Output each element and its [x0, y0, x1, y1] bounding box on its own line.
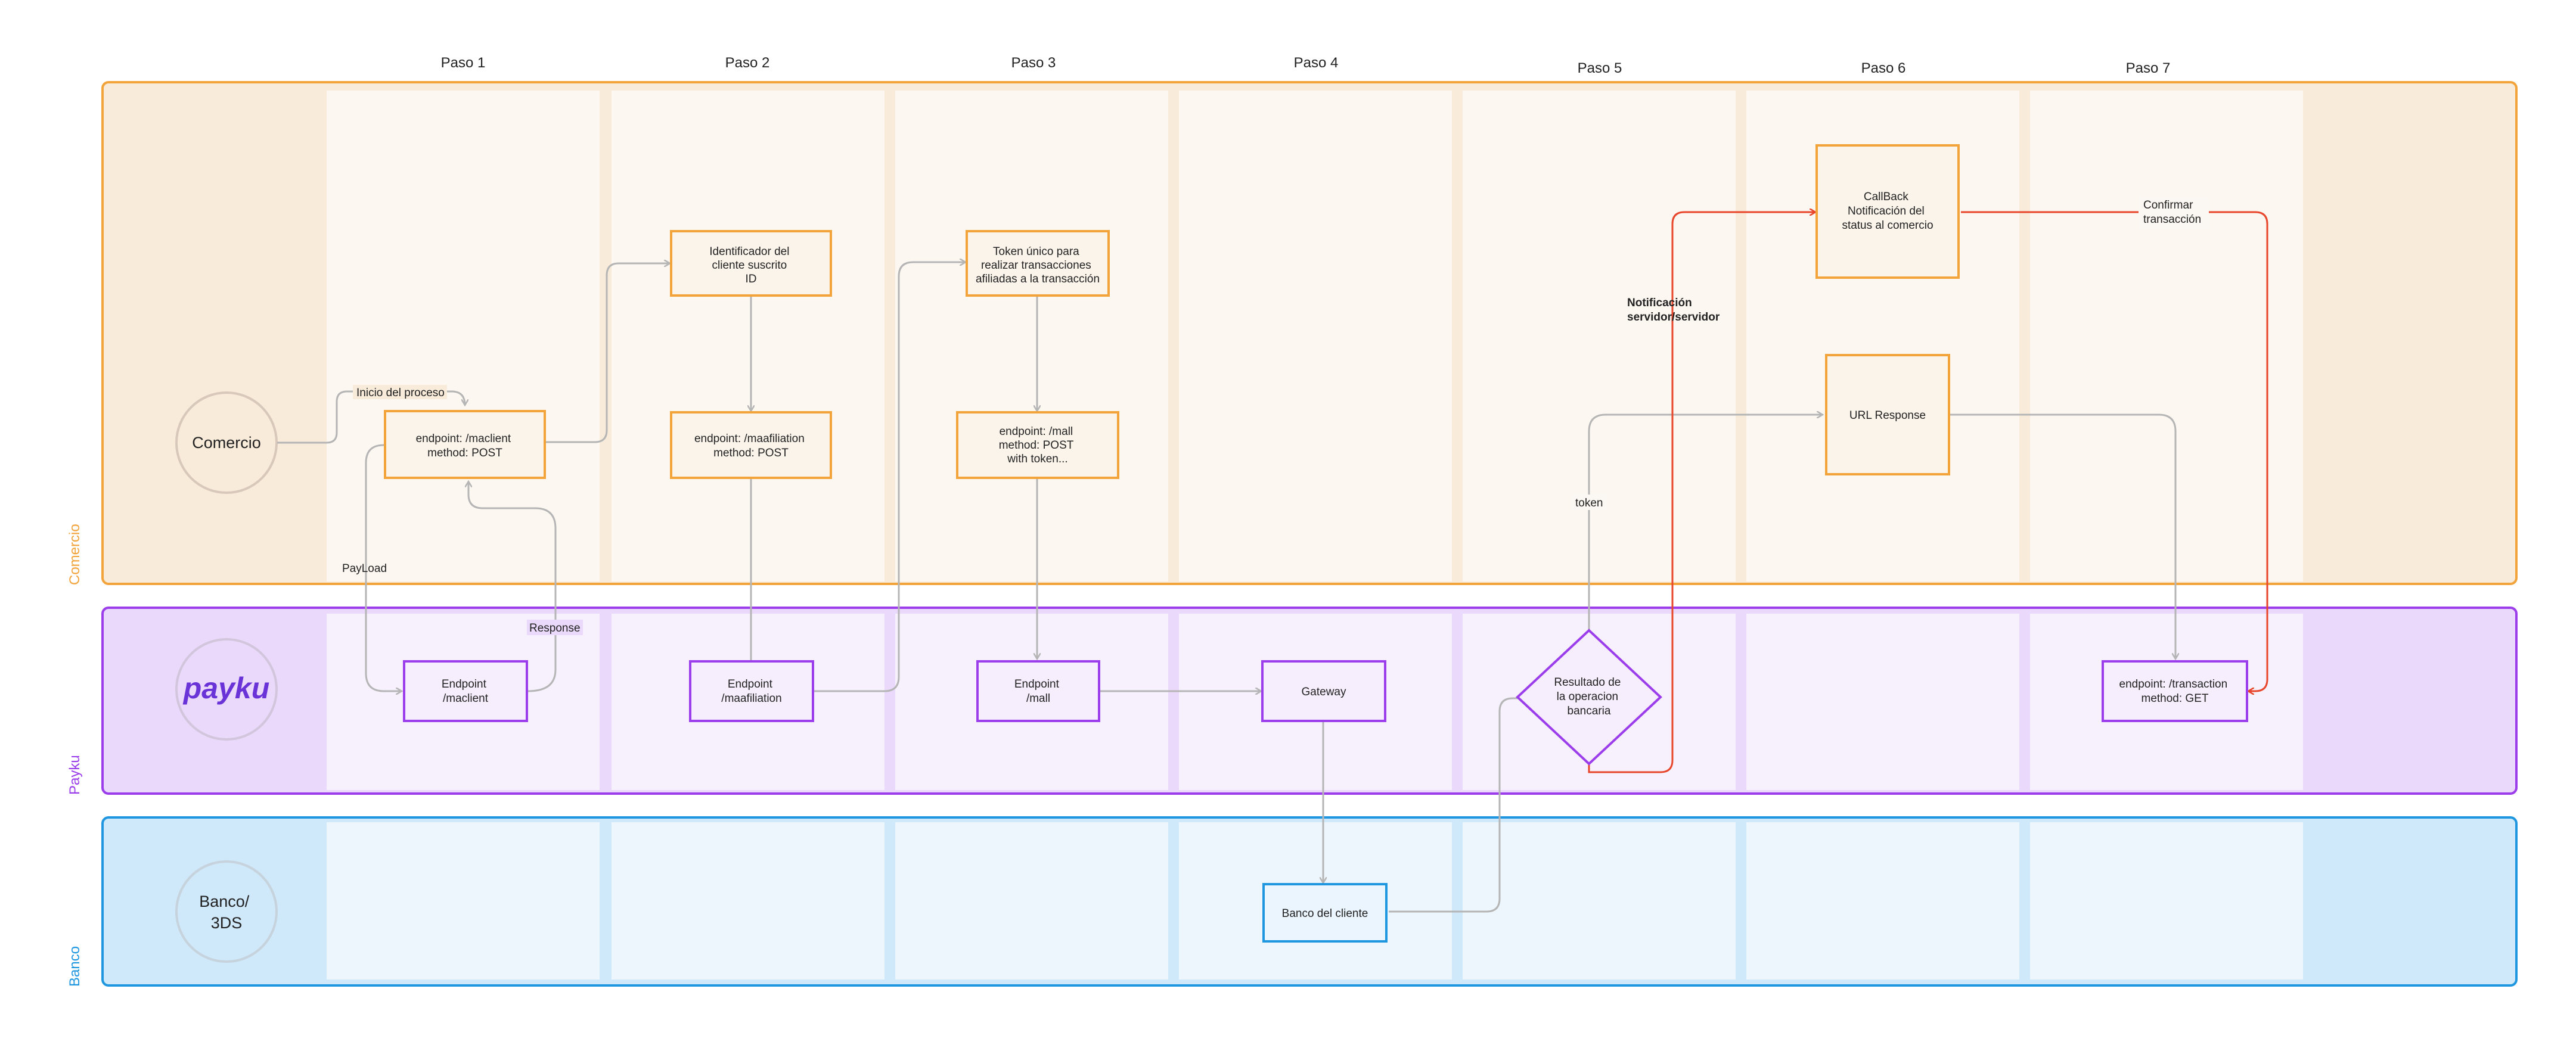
lane-label-banco: Banco [67, 946, 83, 987]
svg-text:endpoint: /maclient meth: endpoint: /maclient method: POST [416, 433, 514, 459]
svg-text:endpoint: /maafiliation: endpoint: /maafiliation method: POST [694, 433, 808, 459]
column-5 [1463, 91, 1736, 980]
node-url-response: URL Response [1825, 354, 1950, 475]
actor-comercio-label: Comercio [192, 434, 261, 452]
node-payku-maclient: Endpoint /maclient [403, 660, 528, 722]
svg-text:Token único para realiza: Token único para realizar transacciones … [976, 245, 1100, 285]
step-columns [327, 91, 2303, 980]
node-payku-mall: Endpoint /mall [976, 660, 1100, 722]
node-callback: CallBack Notificación del status al come… [1815, 144, 1960, 279]
label-payload: PayLoad [342, 562, 387, 575]
label-notificacion: Notificación servidor/servidor [1627, 297, 1720, 324]
column-2 [612, 91, 884, 980]
step-header-2: Paso 2 [725, 55, 770, 71]
column-4 [1179, 91, 1452, 980]
svg-text:Endpoint /maafiliation: Endpoint /maafiliation [721, 678, 781, 705]
step-header-1: Paso 1 [441, 55, 486, 71]
step-headers: Paso 1 Paso 2 Paso 3 Paso 4 Paso 5 Paso … [441, 55, 2171, 76]
actor-payku: payku [175, 638, 278, 741]
node-client-id: Identificador del cliente suscrito ID [670, 230, 832, 297]
label-token: token [1575, 497, 1603, 509]
label-inicio: Inicio del proceso [356, 387, 445, 399]
connector-payload [365, 444, 402, 691]
svg-text:Endpoint /maclient: Endpoint /maclient [442, 678, 489, 705]
step-header-5: Paso 5 [1578, 60, 1622, 76]
node-resultado: Resultado de la operacion bancaria [1516, 629, 1662, 766]
connector-url-response-to-transaction [1949, 413, 2175, 659]
step-header-4: Paso 4 [1294, 55, 1339, 71]
svg-text:Endpoint /mall: Endpoint /mall [1014, 678, 1062, 705]
step-header-6: Paso 6 [1861, 60, 1906, 76]
column-1 [327, 91, 600, 980]
step-header-3: Paso 3 [1011, 55, 1056, 71]
node-token: Token único para realizar transacciones … [966, 230, 1110, 297]
actor-banco-label: Banco/ 3DS [199, 893, 254, 932]
label-confirmar: Confirmar transacción [2143, 199, 2201, 226]
column-3 [895, 91, 1168, 980]
svg-text:Gateway: Gateway [1302, 686, 1346, 698]
column-6 [1746, 91, 2019, 980]
node-mall-endpoint: endpoint: /mall method: POST with token.… [956, 411, 1119, 479]
connector-token-to-url-response [1588, 415, 1823, 630]
connector-confirmar [1961, 211, 2268, 691]
svg-text:endpoint: /mall method:: endpoint: /mall method: POST with token.… [999, 425, 1077, 465]
label-response: Response [529, 622, 581, 635]
svg-text:URL Response: URL Response [1849, 409, 1926, 422]
connector-banco-to-resultado [1389, 697, 1521, 913]
connector-response [468, 481, 557, 692]
payku-logo: payku [182, 671, 270, 705]
svg-text:CallBack Notificación de: CallBack Notificación del status al come… [1842, 191, 1933, 232]
node-banco-cliente: Banco del cliente [1262, 883, 1388, 943]
lane-label-comercio: Comercio [67, 524, 83, 585]
node-maclient-endpoint: endpoint: /maclient method: POST [384, 410, 546, 479]
node-gateway: Gateway [1261, 660, 1386, 722]
column-7 [2030, 91, 2303, 980]
svg-text:endpoint: /transaction m: endpoint: /transaction method: GET [2119, 678, 2231, 705]
connector-maclient-to-client-id [546, 263, 670, 443]
svg-text:Resultado de la operacio: Resultado de la operacion bancaria [1554, 676, 1624, 717]
connector-notificacion [1588, 212, 1815, 773]
node-transaction: endpoint: /transaction method: GET [2102, 660, 2248, 722]
node-payku-maafiliation: Endpoint /maafiliation [689, 660, 814, 722]
actor-comercio: Comercio [175, 391, 278, 494]
connector-payku-maafiliation-to-token [813, 262, 966, 692]
step-header-7: Paso 7 [2126, 60, 2171, 76]
lane-label-payku: Payku [67, 755, 83, 795]
connector-comercio-to-maclient [277, 390, 465, 444]
actor-banco: Banco/ 3DS [175, 860, 278, 963]
svg-text:Banco del cliente: Banco del cliente [1282, 907, 1368, 920]
svg-text:Identificador del client: Identificador del cliente suscrito ID [709, 245, 792, 285]
node-maafiliation-endpoint: endpoint: /maafiliation method: POST [670, 411, 832, 479]
